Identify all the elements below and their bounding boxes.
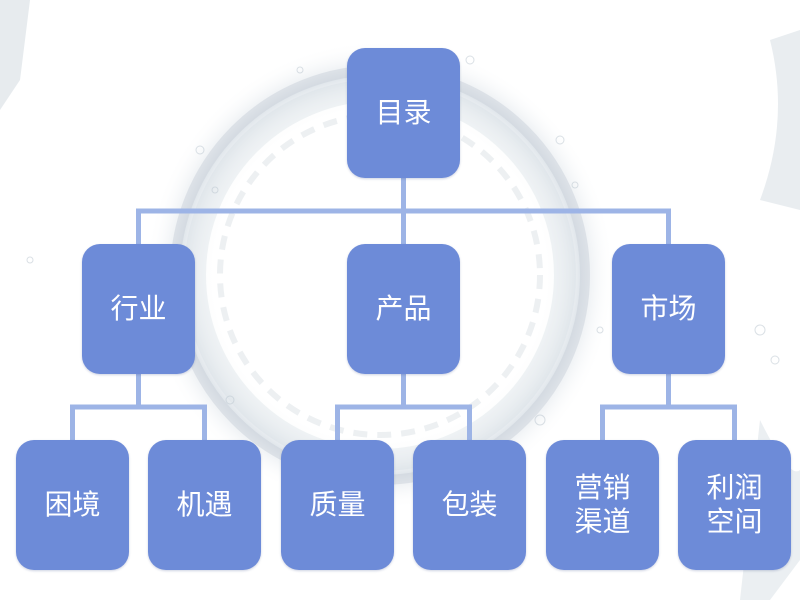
node-root: 目录 — [347, 48, 460, 178]
node-market-label: 市场 — [640, 292, 697, 325]
node-market: 市场 — [612, 244, 725, 374]
node-packaging-label: 包装 — [441, 488, 498, 521]
node-opportunity-label: 机遇 — [176, 488, 233, 521]
node-profit-margin: 利润 空间 — [678, 440, 791, 570]
node-industry: 行业 — [82, 244, 195, 374]
node-industry-label: 行业 — [110, 292, 167, 325]
node-quality-label: 质量 — [309, 488, 366, 521]
node-profit-margin-label: 利润 空间 — [706, 471, 763, 538]
node-marketing-channels: 营销 渠道 — [546, 440, 659, 570]
node-product-label: 产品 — [375, 292, 432, 325]
node-dilemma-label: 困境 — [44, 488, 101, 521]
node-packaging: 包装 — [413, 440, 526, 570]
node-root-label: 目录 — [375, 96, 432, 129]
node-marketing-channels-label: 营销 渠道 — [574, 471, 631, 538]
node-dilemma: 困境 — [16, 440, 129, 570]
node-quality: 质量 — [281, 440, 394, 570]
node-product: 产品 — [347, 244, 460, 374]
node-opportunity: 机遇 — [148, 440, 261, 570]
